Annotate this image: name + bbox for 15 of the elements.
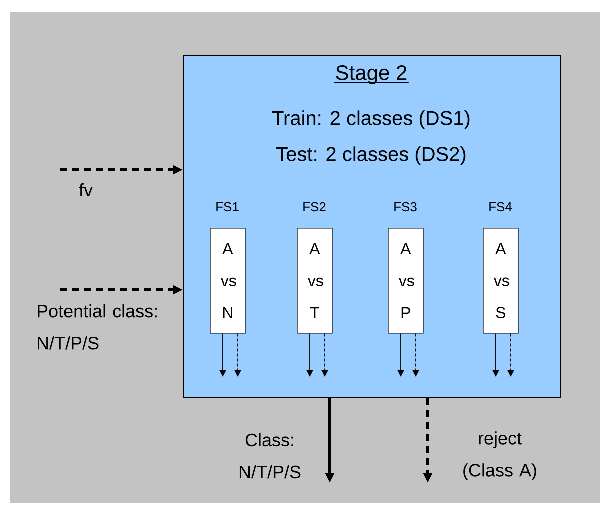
edge-label: Class: N/T/P/S: [240, 433, 301, 479]
feature-set-label: FS3: [394, 202, 417, 212]
feature-set-label: FS1: [216, 202, 239, 212]
stage-text: Test: 2 classes (DS2): [276, 146, 466, 166]
classifier-box: A vs P: [388, 228, 424, 334]
feature-set-label: FS2: [304, 202, 326, 212]
classifier-box: A vs S: [483, 228, 519, 334]
edge-label: Potential class: N/T/P/S: [38, 304, 157, 350]
edge-label: fv: [79, 183, 93, 196]
edge-label: reject (Class A): [464, 432, 536, 480]
feature-set-label: FS4: [490, 202, 512, 212]
stage-text: Train: 2 classes (DS1): [272, 110, 470, 130]
classifier-box: A vs N: [210, 228, 246, 334]
classifier-box: A vs T: [297, 228, 333, 334]
heading: Stage 2: [336, 65, 407, 84]
